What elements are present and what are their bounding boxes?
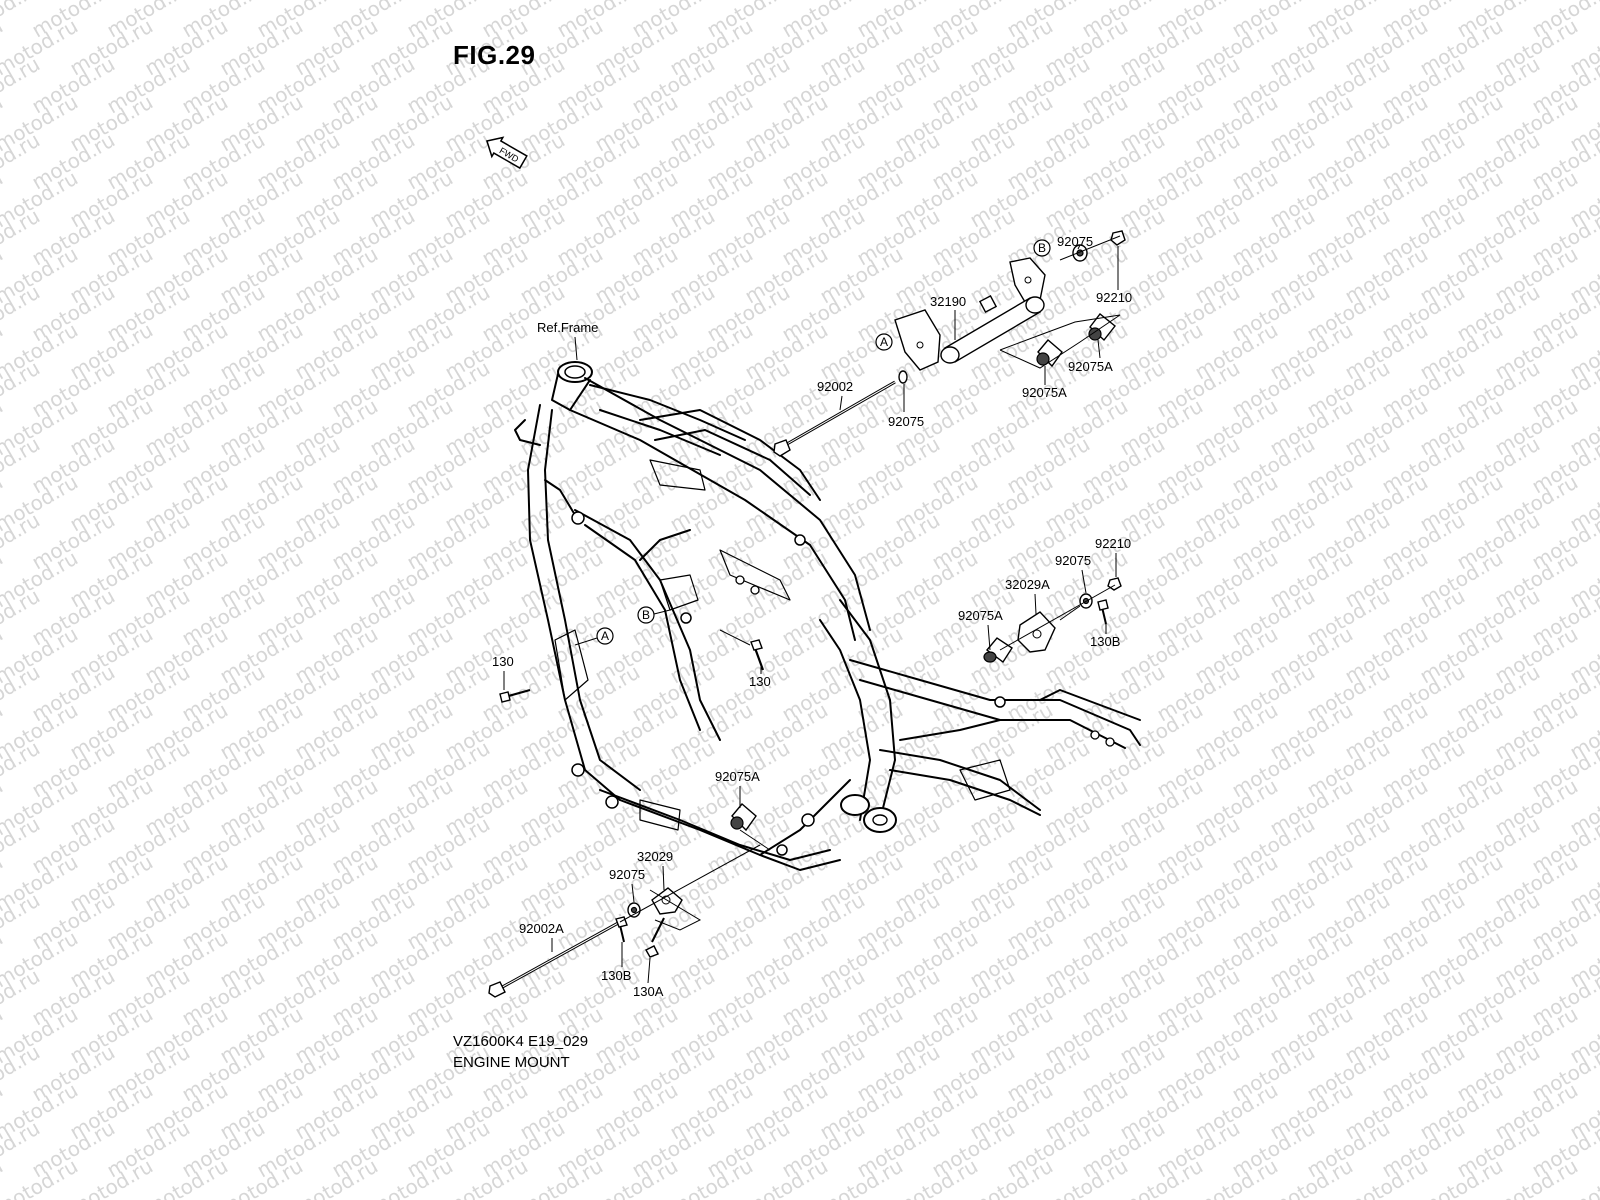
- callout-b-upper-label: B: [1038, 241, 1046, 255]
- label-32190: 32190: [930, 294, 966, 309]
- label-92075A-r2: 92075A: [1022, 385, 1067, 400]
- bolt-130-left: [499, 688, 531, 703]
- label-130B-bottom: 130B: [601, 968, 631, 983]
- label-92075A-bottom: 92075A: [715, 769, 760, 784]
- label-92075A-right: 92075A: [958, 608, 1003, 623]
- label-130-left: 130: [492, 654, 514, 669]
- label-92075-bottom: 92075: [609, 867, 645, 882]
- callout-b-upper: B: [1033, 239, 1051, 257]
- callout-b-frame-label: B: [642, 608, 650, 622]
- label-130-mid: 130: [749, 674, 771, 689]
- callout-a-upper: A: [875, 333, 893, 351]
- label-130B-right: 130B: [1090, 634, 1120, 649]
- label-92075-top: 92075: [1057, 234, 1093, 249]
- callout-a-frame-label: A: [601, 629, 609, 643]
- label-92002A: 92002A: [519, 921, 564, 936]
- label-32029: 32029: [637, 849, 673, 864]
- label-92210-top: 92210: [1096, 290, 1132, 305]
- motorcycle-frame: [514, 361, 1141, 871]
- label-92210-right: 92210: [1095, 536, 1131, 551]
- label-32029A: 32029A: [1005, 577, 1050, 592]
- fwd-arrow-icon: FWD: [485, 136, 528, 170]
- washer-92075-mid: [898, 370, 908, 384]
- label-92075-mid: 92075: [888, 414, 924, 429]
- callout-a-frame: A: [596, 627, 614, 645]
- callout-a-upper-label: A: [880, 335, 888, 349]
- label-92002: 92002: [817, 379, 853, 394]
- label-92075A-r1: 92075A: [1068, 359, 1113, 374]
- diagram-name: ENGINE MOUNT: [453, 1054, 570, 1071]
- label-92075-right: 92075: [1055, 553, 1091, 568]
- diagram-code: VZ1600K4 E19_029: [453, 1033, 589, 1050]
- bolt-130-mid: [719, 629, 765, 671]
- label-130A: 130A: [633, 984, 664, 999]
- ref-frame-label: Ref.Frame: [537, 320, 598, 335]
- callout-b-frame: B: [637, 606, 655, 624]
